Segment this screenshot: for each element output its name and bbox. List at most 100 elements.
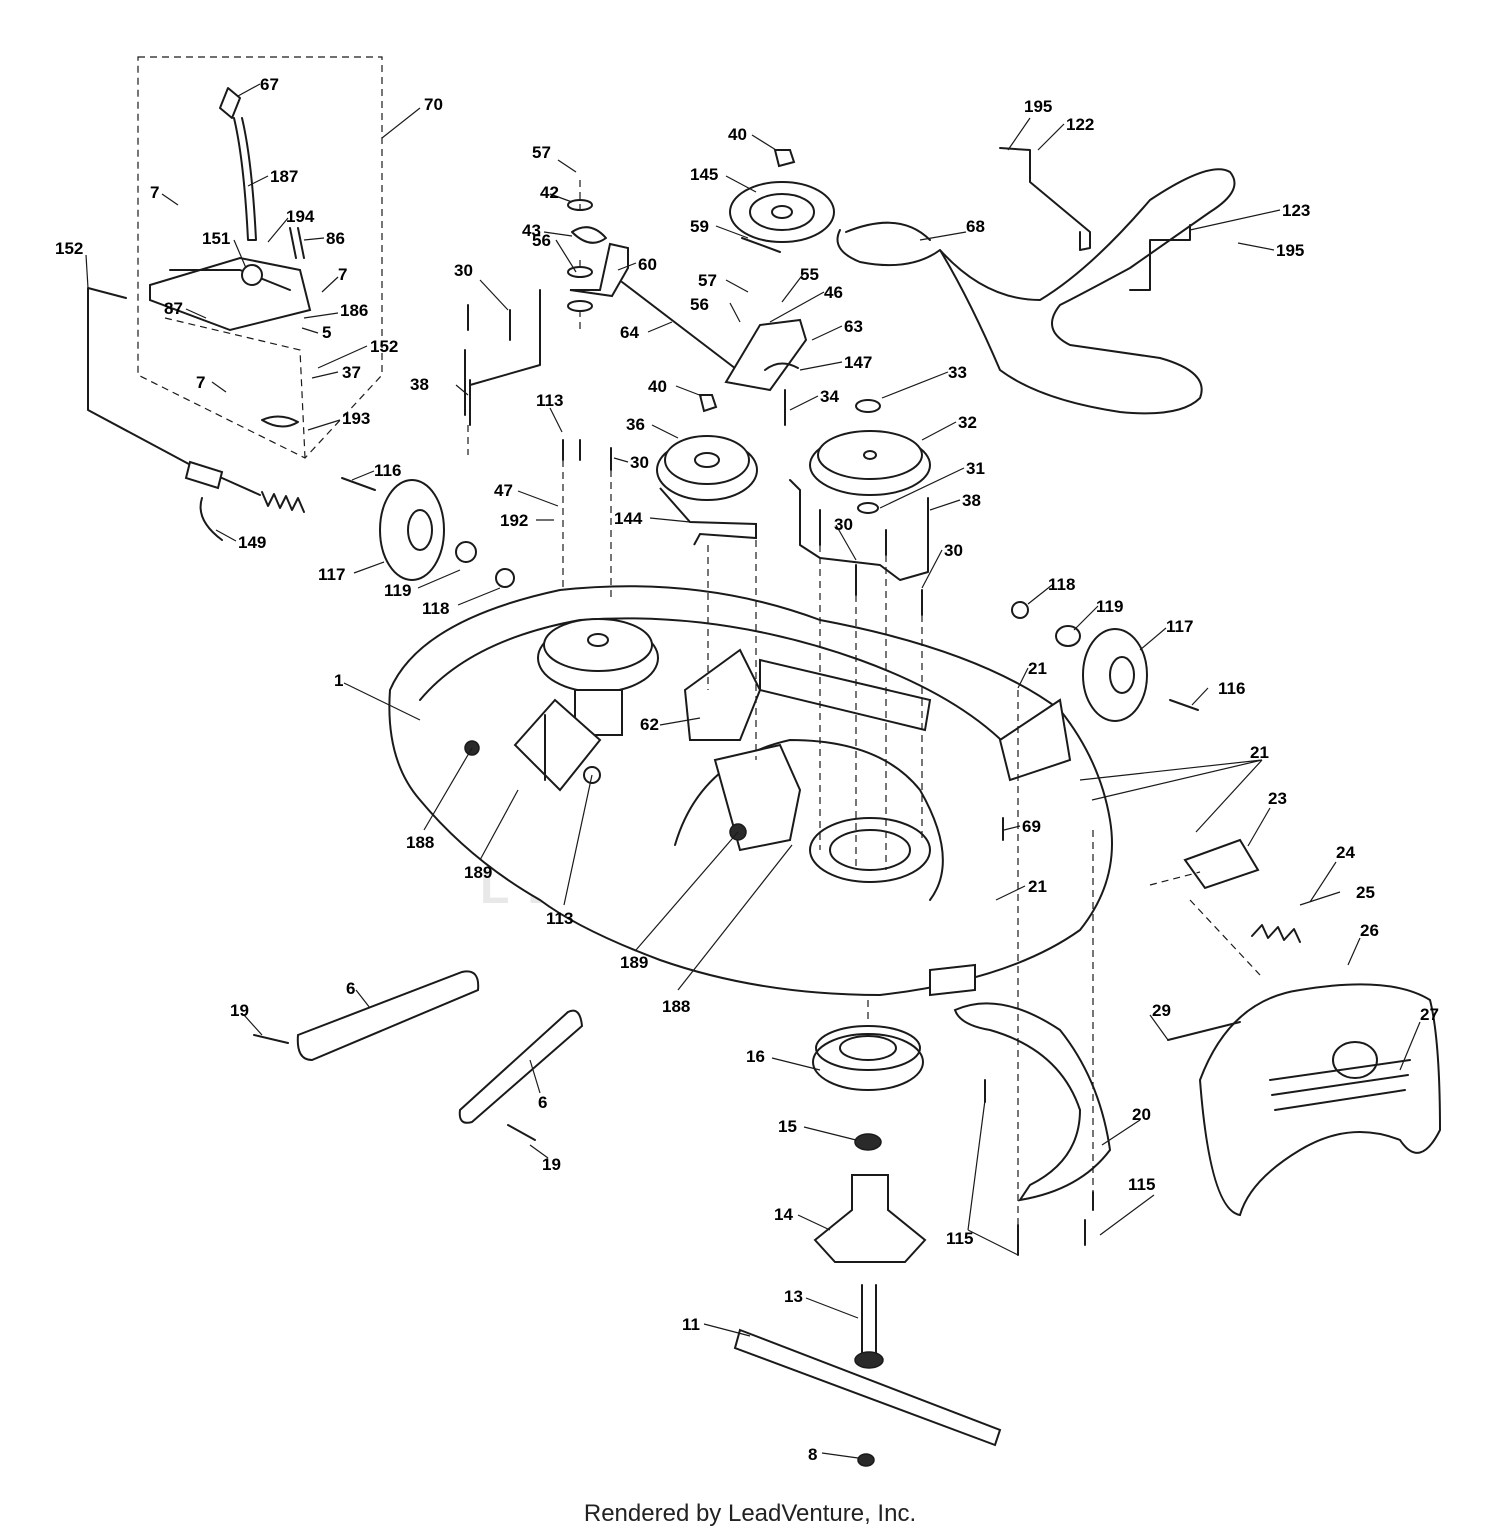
callout-7: 7 bbox=[338, 265, 347, 284]
callout-116: 116 bbox=[1218, 679, 1245, 698]
callout-33: 33 bbox=[948, 363, 967, 382]
callout-40: 40 bbox=[728, 125, 747, 144]
callout-43: 43 bbox=[522, 221, 541, 240]
callout-36: 36 bbox=[626, 415, 645, 434]
lift-link-left bbox=[253, 970, 480, 1062]
callout-7: 7 bbox=[150, 183, 159, 202]
callout-13: 13 bbox=[784, 1287, 803, 1306]
drive-belt bbox=[836, 168, 1236, 415]
blade-spindle-assembly bbox=[733, 1000, 1002, 1467]
callout-40: 40 bbox=[648, 377, 667, 396]
deck-drive-pulley bbox=[537, 618, 659, 736]
callout-119: 119 bbox=[1096, 597, 1123, 616]
callout-123: 123 bbox=[1282, 201, 1310, 220]
callout-152: 152 bbox=[55, 239, 83, 258]
callout-38: 38 bbox=[410, 375, 429, 394]
pulley-32 bbox=[809, 399, 931, 514]
callout-30: 30 bbox=[630, 453, 649, 472]
callout-195: 195 bbox=[1024, 97, 1052, 116]
height-adjust-rod-left bbox=[464, 289, 541, 455]
callout-192: 192 bbox=[500, 511, 528, 530]
callout-145: 145 bbox=[690, 165, 718, 184]
control-cable bbox=[87, 287, 305, 541]
part-callouts: 67 70 187 7 194 152 151 86 7 87 186 5 15… bbox=[55, 75, 1439, 1464]
callout-55: 55 bbox=[800, 265, 819, 284]
callout-195: 195 bbox=[1276, 241, 1304, 260]
callout-113: 113 bbox=[546, 909, 573, 928]
footer-credit: Rendered by LeadVenture, Inc. bbox=[583, 1500, 917, 1527]
callout-117: 117 bbox=[318, 565, 345, 584]
callout-68: 68 bbox=[966, 217, 985, 236]
callout-62: 62 bbox=[640, 715, 659, 734]
callout-8: 8 bbox=[808, 1445, 817, 1464]
callout-63: 63 bbox=[844, 317, 863, 336]
callout-87: 87 bbox=[164, 299, 183, 318]
callout-118: 118 bbox=[1048, 575, 1075, 594]
deck-bracket-rear bbox=[683, 648, 802, 852]
idler-pulley-36 bbox=[656, 394, 758, 546]
belt-guide bbox=[999, 147, 1191, 291]
callout-122: 122 bbox=[1066, 115, 1094, 134]
callout-116: 116 bbox=[374, 461, 401, 480]
callout-34: 34 bbox=[820, 387, 839, 406]
deck-baffle bbox=[953, 1002, 1112, 1202]
callout-6: 6 bbox=[346, 979, 355, 998]
callout-151: 151 bbox=[202, 229, 230, 248]
callout-149: 149 bbox=[238, 533, 266, 552]
callout-56: 56 bbox=[532, 231, 551, 250]
callout-189: 189 bbox=[620, 953, 648, 972]
callout-20: 20 bbox=[1132, 1105, 1151, 1124]
callout-67: 67 bbox=[260, 75, 279, 94]
callout-188: 188 bbox=[406, 833, 434, 852]
callout-144: 144 bbox=[614, 509, 643, 528]
callout-21: 21 bbox=[1028, 877, 1047, 896]
callout-147: 147 bbox=[844, 353, 872, 372]
callout-115: 115 bbox=[946, 1229, 973, 1248]
callout-186: 186 bbox=[340, 301, 368, 320]
callout-29: 29 bbox=[1152, 1001, 1171, 1020]
callout-69: 69 bbox=[1022, 817, 1041, 836]
callout-25: 25 bbox=[1356, 883, 1375, 902]
idler-arm-assembly bbox=[567, 199, 741, 373]
discharge-chute bbox=[1167, 983, 1442, 1217]
callout-15: 15 bbox=[778, 1117, 797, 1136]
callout-113: 113 bbox=[536, 391, 563, 410]
callout-24: 24 bbox=[1336, 843, 1355, 862]
chute-spring-bracket bbox=[1149, 838, 1301, 976]
callout-46: 46 bbox=[824, 283, 843, 302]
callout-47: 47 bbox=[494, 481, 513, 500]
leader-lines bbox=[85, 83, 1421, 1459]
callout-57: 57 bbox=[532, 143, 551, 162]
callout-86: 86 bbox=[326, 229, 345, 248]
callout-70: 70 bbox=[424, 95, 443, 114]
callout-6: 6 bbox=[538, 1093, 547, 1112]
callout-32: 32 bbox=[958, 413, 977, 432]
callout-27: 27 bbox=[1420, 1005, 1439, 1024]
callout-21: 21 bbox=[1028, 659, 1047, 678]
callout-16: 16 bbox=[746, 1047, 765, 1066]
lift-link-right bbox=[458, 1009, 584, 1141]
callout-56: 56 bbox=[690, 295, 709, 314]
callout-189: 189 bbox=[464, 863, 492, 882]
callout-118: 118 bbox=[422, 599, 449, 618]
callout-193: 193 bbox=[342, 409, 370, 428]
callout-5: 5 bbox=[322, 323, 331, 342]
callout-60: 60 bbox=[638, 255, 657, 274]
height-adjust-rod-right bbox=[789, 479, 929, 581]
callout-37: 37 bbox=[342, 363, 361, 382]
callout-1: 1 bbox=[334, 671, 343, 690]
callout-19: 19 bbox=[230, 1001, 249, 1020]
callout-30: 30 bbox=[834, 515, 853, 534]
callout-152: 152 bbox=[370, 337, 398, 356]
callout-115: 115 bbox=[1128, 1175, 1155, 1194]
callout-11: 11 bbox=[682, 1315, 700, 1334]
shift-lever-assembly bbox=[137, 56, 383, 459]
callout-64: 64 bbox=[620, 323, 639, 342]
callout-23: 23 bbox=[1268, 789, 1287, 808]
callout-119: 119 bbox=[384, 581, 411, 600]
hardware-bolts bbox=[467, 180, 1094, 1256]
idler-pulley-upper bbox=[724, 149, 835, 392]
callout-194: 194 bbox=[286, 207, 315, 226]
callout-59: 59 bbox=[690, 217, 709, 236]
